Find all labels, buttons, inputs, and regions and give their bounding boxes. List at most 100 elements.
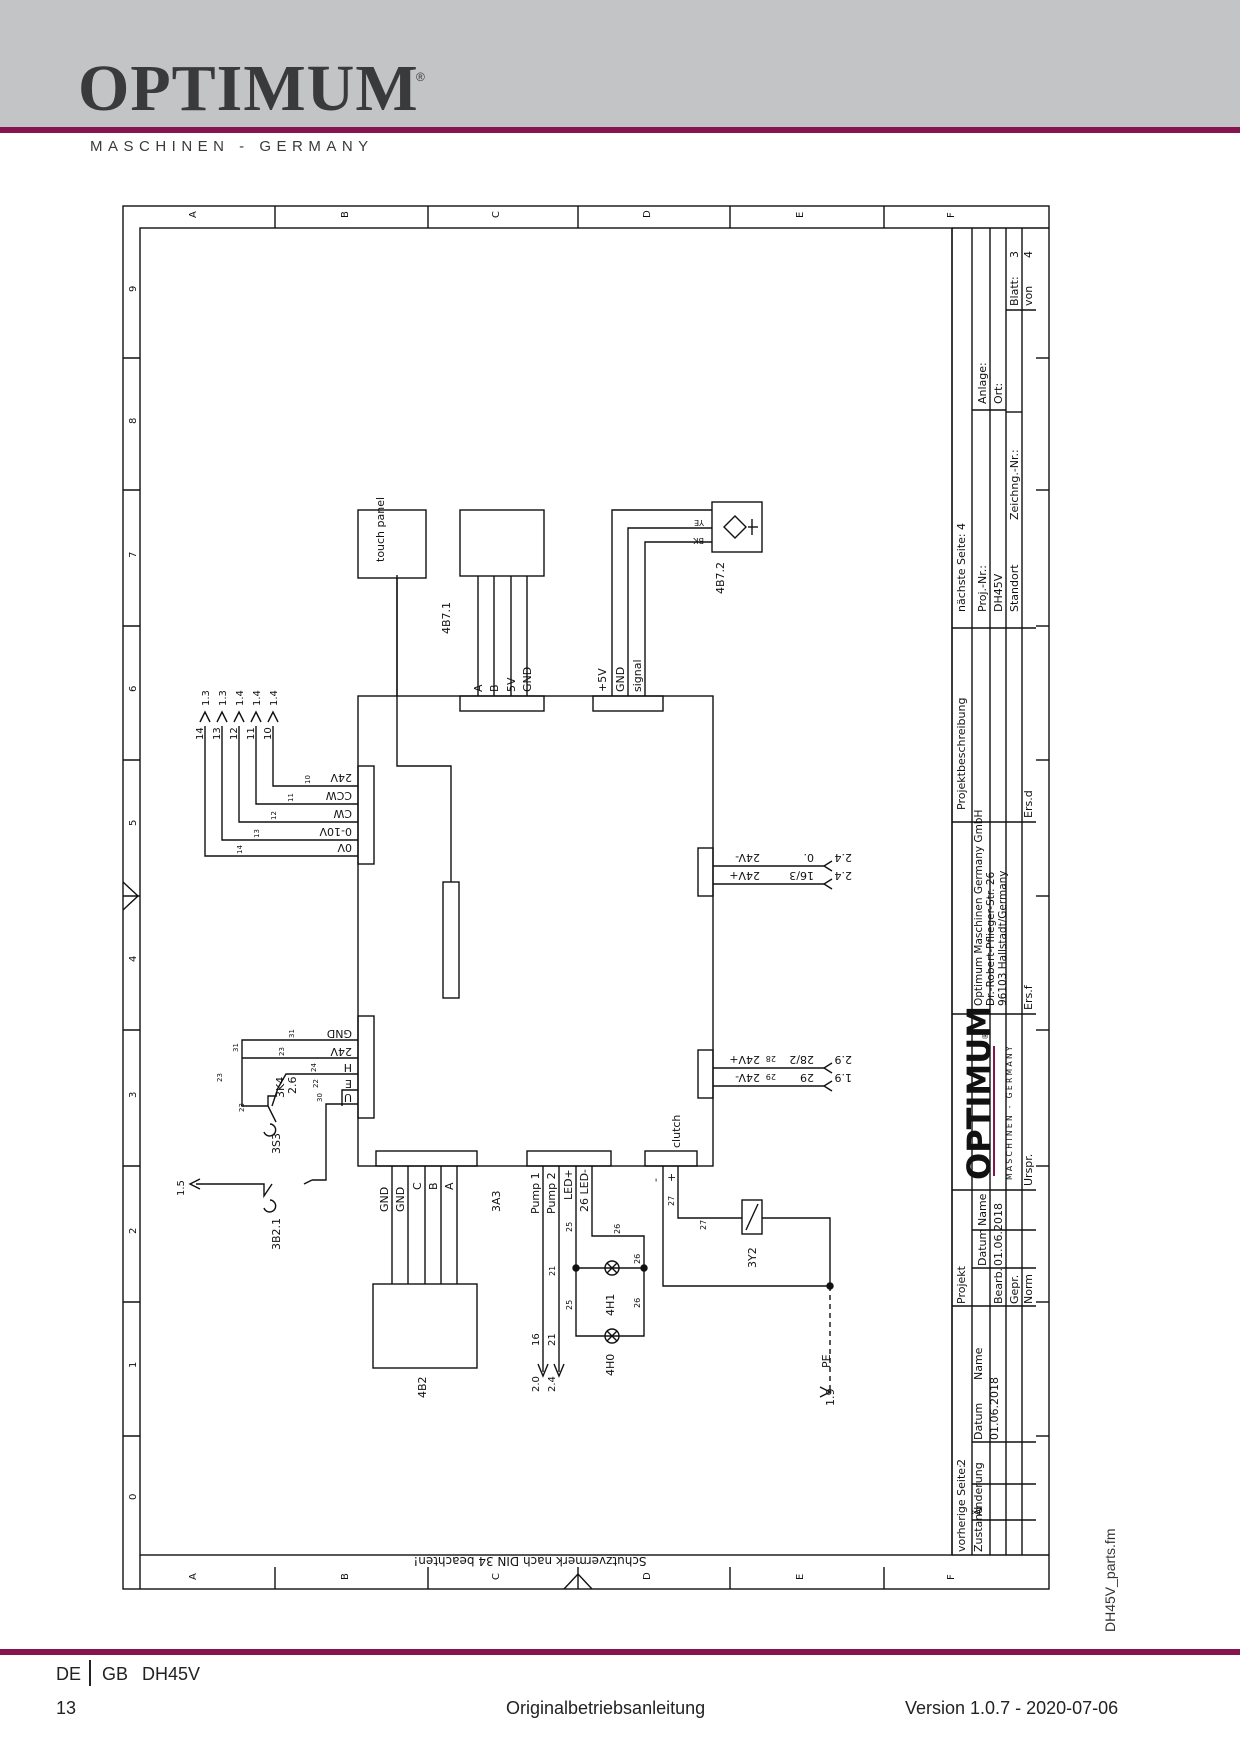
- tb-logo-tag: MASCHINEN - GERMANY: [1005, 1044, 1014, 1180]
- pin-5v: 5V: [505, 677, 518, 692]
- lb-wire-4: 30: [316, 1093, 324, 1102]
- tb-naechste-seite: 4: [955, 523, 968, 530]
- frame-col-top-3: D: [642, 210, 653, 218]
- footer-lang-gb: GB: [102, 1664, 129, 1684]
- lamp-4h0: [604, 1328, 620, 1344]
- connector-left-top: [357, 765, 375, 865]
- lt-target-ref-3: 1.4: [252, 690, 263, 706]
- lb-wire-0: 31: [288, 1029, 296, 1038]
- tb-bearb-datum: 01.06.2018: [992, 1203, 1005, 1266]
- lt-target-num-0: 14: [195, 727, 206, 740]
- tb-standort: Standort: [1008, 564, 1021, 612]
- coil-3y2: [741, 1199, 763, 1235]
- encoder-4b2-box: [372, 1283, 478, 1369]
- footer-file-name: DH45V_parts.fm: [1102, 1528, 1118, 1632]
- pin-plus5v: +5V: [596, 668, 609, 692]
- tb-norm: Norm: [1022, 1274, 1035, 1304]
- connector-right-bottom: [697, 1049, 714, 1099]
- tb-blatt-label: Blatt:: [1008, 276, 1021, 306]
- tb-aenderung: Änderung: [972, 1462, 985, 1516]
- rb-label-0: 24V+: [729, 1053, 760, 1066]
- connector-4b7-1: [459, 695, 545, 712]
- tb-anlage: Anlage:: [976, 362, 989, 404]
- tb-von: 4: [1022, 251, 1035, 258]
- controller-3a3-label: 3A3: [490, 1190, 503, 1212]
- lt-target-ref-4: 1.4: [269, 690, 280, 706]
- wire-26: 26: [613, 1224, 622, 1234]
- encoder-4b7-1-box: [459, 509, 545, 577]
- lamp-4h1-label: 4H1: [604, 1294, 617, 1316]
- lb-label-2: H: [344, 1061, 352, 1074]
- rt-ref-1: 2.4: [835, 869, 853, 882]
- ref-2-4: 2.4: [547, 1376, 558, 1392]
- wire-bk: BK: [693, 536, 704, 545]
- tb-logo: OPTIMUM: [960, 1006, 998, 1180]
- frame-row-0: 0: [128, 1494, 139, 1500]
- clutch-label: clutch: [670, 1115, 683, 1148]
- frame-row-1: 1: [128, 1362, 139, 1368]
- tb-company-3: 96103 Hallstadt/Germany: [997, 870, 1009, 1006]
- rt-label-1: 24V+: [729, 869, 760, 882]
- frame-row-4: 4: [128, 956, 139, 962]
- tb-ort: Ort:: [992, 383, 1005, 404]
- lamp-4h0-label: 4H0: [604, 1354, 617, 1376]
- tb-gepr: Gepr.: [1008, 1275, 1021, 1304]
- lb-wire-2: 24: [310, 1063, 318, 1072]
- touch-panel-box: [357, 509, 427, 579]
- pin-4b2-gnd-1: GND: [378, 1187, 391, 1212]
- wire-25: 25: [565, 1222, 574, 1232]
- frame-row-7: 7: [128, 552, 139, 558]
- lb-label-0: GND: [327, 1027, 352, 1040]
- header-rule: [0, 127, 1240, 133]
- lt-label-4: 0V: [337, 841, 352, 854]
- encoder-4b2-label: 4B2: [416, 1376, 429, 1398]
- lt-label-3: 0-10V: [319, 825, 352, 838]
- tb-ers-f: Ers.f: [1022, 984, 1035, 1010]
- lb-label-3: E: [345, 1077, 352, 1090]
- footer-page-number: 13: [56, 1698, 77, 1718]
- frame-col-top-1: B: [340, 211, 351, 218]
- lt-label-0: 24V: [330, 771, 352, 784]
- lt-target-ref-2: 1.4: [235, 690, 246, 706]
- footer-version: Version 1.0.7 - 2020-07-06: [905, 1698, 1119, 1718]
- pin-led-plus: LED+: [562, 1169, 575, 1200]
- lt-wire-0: 10: [304, 775, 312, 784]
- protection-note: Schutzvermerk nach DIN 34 beachten!: [413, 1554, 646, 1568]
- lt-target-ref-1: 1.3: [218, 690, 229, 706]
- tb-blatt: 3: [1008, 251, 1021, 258]
- brand-registered-mark: ®: [416, 70, 425, 84]
- tb-projekt: Projekt: [955, 1265, 968, 1304]
- connector-4b7-2: [592, 695, 664, 712]
- pin-gnd: GND: [521, 667, 534, 692]
- contact-3k4-label: 3K4: [274, 1077, 287, 1098]
- frame-col-top-0: A: [188, 211, 199, 218]
- lamp-4h1: [604, 1260, 620, 1276]
- wire-21: 21: [547, 1333, 558, 1346]
- rb-ref-1: 1.9: [835, 1071, 853, 1084]
- wire-26b: 26: [633, 1254, 642, 1264]
- tb-naechste-seite-label: nächste Seite:: [955, 533, 968, 612]
- connector-right-top: [697, 847, 714, 897]
- frame-row-2: 2: [128, 1228, 139, 1234]
- sensor-4b7-2-label: 4B7.2: [714, 562, 727, 594]
- tb-datum-head: Datum: [976, 1229, 989, 1266]
- footer-lang-separator: [89, 1660, 91, 1686]
- rb-ref-0: 2.9: [835, 1053, 853, 1066]
- frame-row-3: 3: [128, 1092, 139, 1098]
- ref-2-0: 2.0: [531, 1376, 542, 1392]
- tb-vorherige-seite: 2: [955, 1459, 968, 1466]
- lt-wire-2: 12: [270, 811, 278, 820]
- encoder-4b7-1-label: 4B7.1: [440, 602, 453, 634]
- lt-label-2: CW: [333, 807, 352, 820]
- contact-3k4-ref: 2.6: [286, 1077, 299, 1095]
- pe-label: PE: [820, 1354, 833, 1368]
- tb-proj-nr-label: Proj.-Nr.:: [976, 565, 989, 612]
- coil-3y2-label: 3Y2: [746, 1247, 759, 1268]
- tb-company-2: Dr.-Robert-Pflieger-Str. 26: [985, 871, 997, 1006]
- pin-a: A: [472, 684, 485, 692]
- frame-col-bottom-5: F: [946, 1574, 957, 1580]
- lt-target-num-1: 13: [212, 727, 223, 740]
- pin-signal: signal: [631, 659, 644, 692]
- brand-tagline: MASCHINEN - GERMANY: [90, 138, 374, 155]
